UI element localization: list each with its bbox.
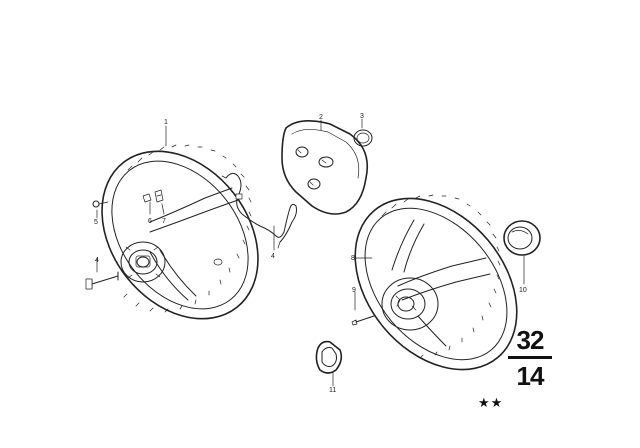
- callout-8: 8: [351, 255, 355, 262]
- rating-stars: ★★: [478, 396, 504, 411]
- callout-10: 10: [519, 287, 527, 294]
- steering-wheel-left: [85, 144, 259, 320]
- group-sub-number: 14: [516, 361, 545, 391]
- screw-and-clips: [92, 189, 164, 208]
- callout-7: 7: [162, 218, 166, 225]
- hub-cover: [315, 340, 343, 374]
- emblem-ring: [353, 129, 373, 147]
- group-divider: [508, 356, 552, 359]
- callout-9: 9: [352, 287, 356, 294]
- callout-6: 6: [148, 218, 152, 225]
- callout-5: 5: [94, 219, 98, 226]
- callout-11: 11: [329, 387, 336, 394]
- callout-labels: 1 2 3 4 5 6 7 4 8 9 10 11: [94, 113, 527, 394]
- group-main-number: 32: [516, 325, 545, 355]
- callout-4-wire: 4: [271, 253, 275, 260]
- callout-3: 3: [360, 113, 364, 120]
- callout-4-bolt: 4: [95, 257, 99, 264]
- horn-wire-harness: [221, 172, 297, 249]
- callout-1: 1: [164, 119, 168, 126]
- group-number: 32 14: [505, 325, 555, 391]
- horn-pad: [281, 120, 369, 215]
- callout-2: 2: [319, 114, 323, 121]
- center-cap: [503, 220, 541, 256]
- leader-lines: [96, 118, 525, 387]
- steering-wheel-right: [351, 194, 518, 371]
